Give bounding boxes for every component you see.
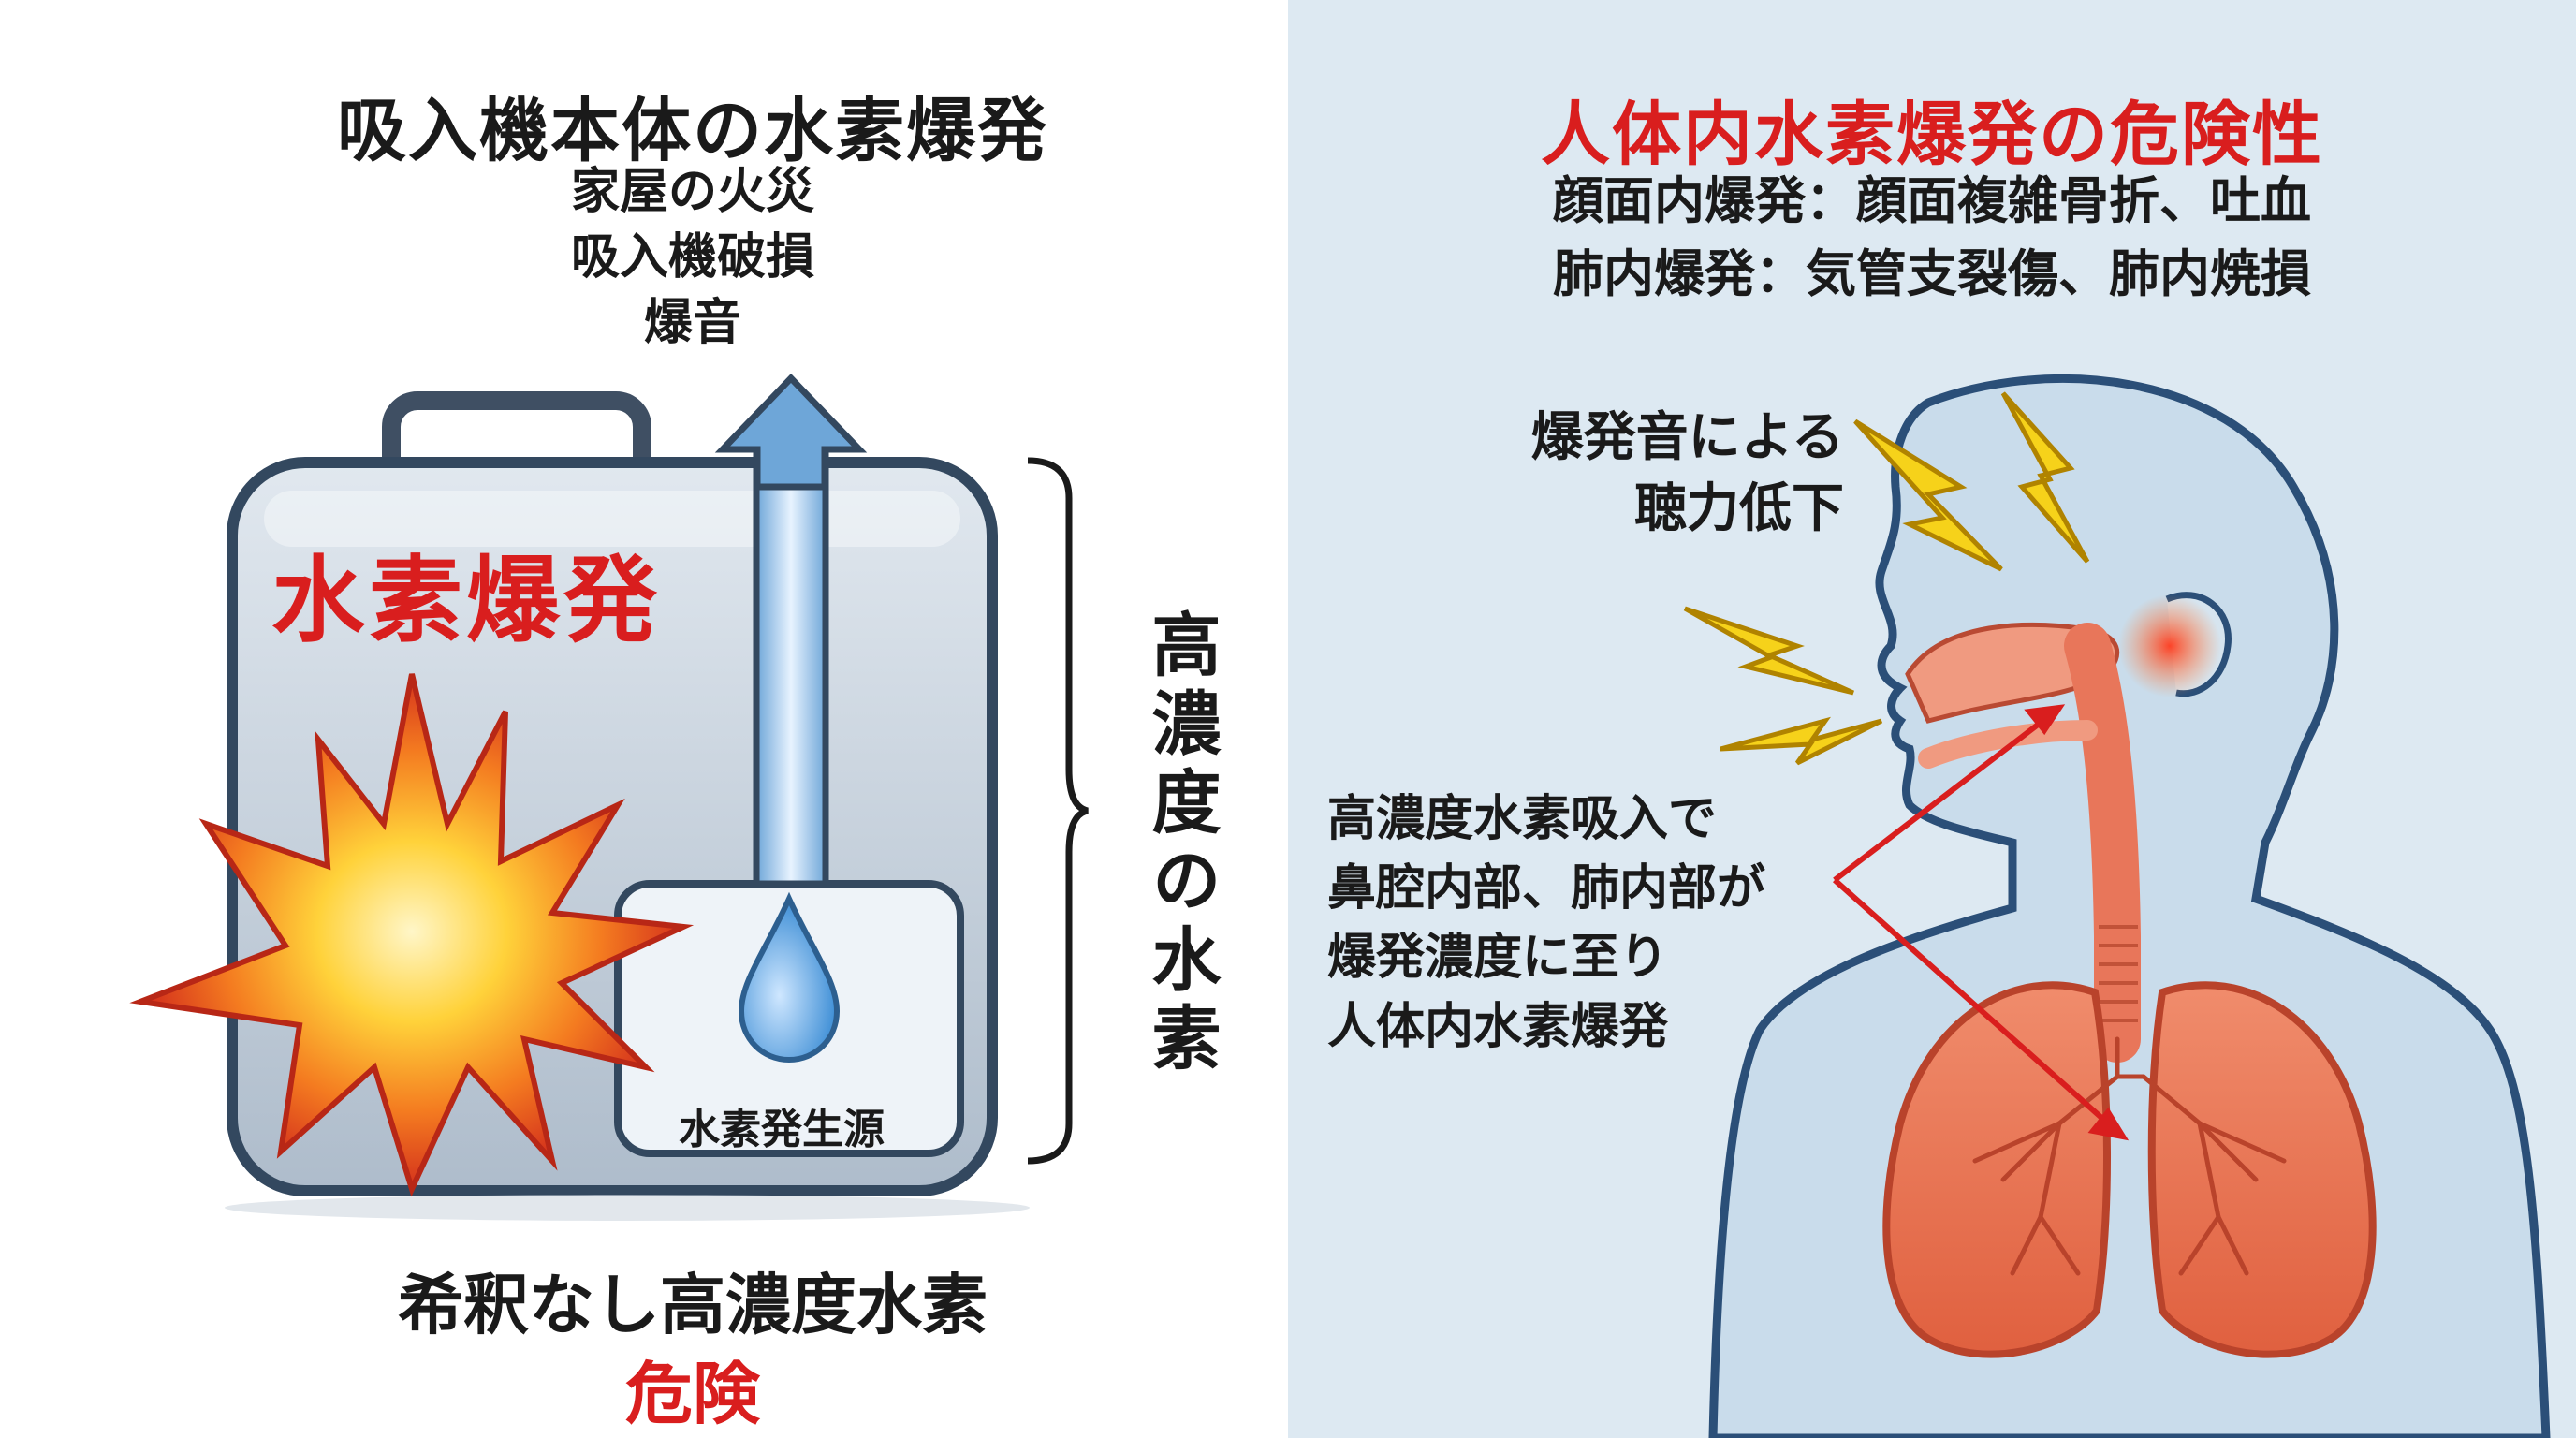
- up-arrow-icon: [714, 373, 868, 491]
- left-effect-2: 吸入機破損: [570, 229, 814, 286]
- tube: [753, 444, 829, 888]
- inhalation-line-4: 人体内水素爆発: [1327, 999, 1669, 1055]
- hearing-line-1: 爆発音による: [1530, 407, 1844, 468]
- curly-bracket-icon: [1027, 457, 1090, 1165]
- hearing-loss-label: 爆発音による 聴力低下: [1376, 403, 1844, 545]
- bracket-label: 高濃度の水素: [1140, 609, 1221, 1080]
- hydrogen-source-label: 水素発生源: [679, 1106, 885, 1153]
- lightning-bolt-icon: [1683, 391, 2090, 766]
- ear-glow: [2118, 594, 2221, 697]
- inhalation-line-3: 爆発濃度に至り: [1327, 930, 1669, 986]
- inhalation-label: 高濃度水素吸入で 鼻腔内部、肺内部が 爆発濃度に至り 人体内水素爆発: [1327, 785, 1765, 1062]
- left-title: 吸入機本体の水素爆発: [337, 91, 1048, 171]
- inhalation-line-2: 鼻腔内部、肺内部が: [1327, 860, 1766, 917]
- explosion-burst-icon: [129, 673, 695, 1197]
- right-effect-2: 肺内爆発：気管支裂傷、肺内焼損: [1553, 244, 2311, 303]
- left-effect-3: 爆音: [643, 295, 741, 351]
- right-effects: 顔面内爆発：顔面複雑骨折、吐血 肺内爆発：気管支裂傷、肺内焼損: [1288, 165, 2576, 311]
- water-drop-icon: [738, 891, 841, 1064]
- left-effects: 家屋の火災 吸入機破損 爆音: [0, 159, 1385, 356]
- hearing-line-2: 聴力低下: [1634, 478, 1844, 539]
- right-title: 人体内水素爆発の危険性: [1541, 95, 2323, 175]
- red-arrow-icon: [1833, 704, 2130, 1141]
- device-explosion-label: 水素爆発: [271, 546, 661, 655]
- inhalation-line-1: 高濃度水素吸入で: [1327, 791, 1718, 847]
- bottom-main-label: 希釈なし高濃度水素: [398, 1267, 988, 1343]
- inhaler-device: [129, 373, 1030, 1221]
- bottom-danger-label: 危険: [624, 1355, 760, 1433]
- lungs-icon: [1882, 981, 2377, 1358]
- right-effect-1: 顔面内爆発：顔面複雑骨折、吐血: [1553, 171, 2311, 230]
- left-effect-1: 家屋の火災: [570, 164, 814, 220]
